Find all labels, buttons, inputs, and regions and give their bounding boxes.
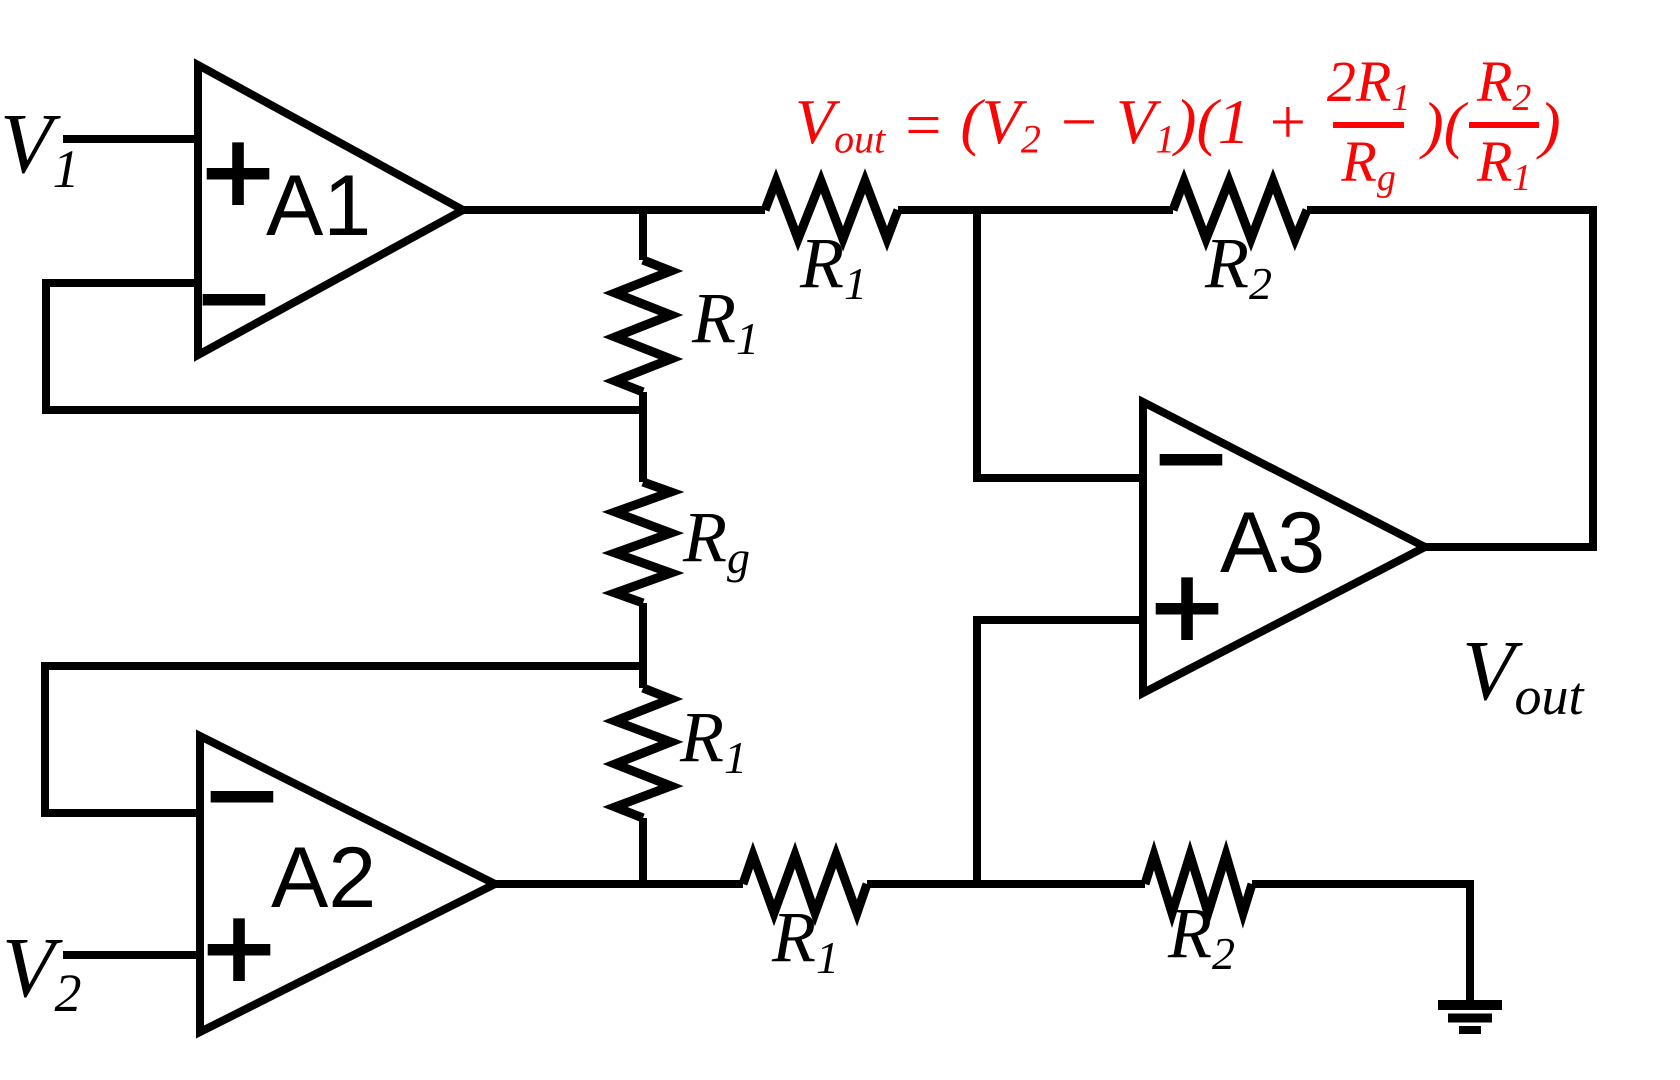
opamp-a3-triangle xyxy=(1139,395,1434,700)
vout-base: V xyxy=(1462,622,1515,718)
fraction-numerator: 2R1 xyxy=(1326,49,1411,120)
resistor-r1-feedback-top-label: R1 xyxy=(692,282,759,362)
a2-minus-icon: − xyxy=(200,735,284,852)
a1-plus-icon: + xyxy=(196,112,280,229)
r-base: R xyxy=(772,897,816,977)
r-base: R xyxy=(1168,893,1212,973)
formula-difference-term: (V2 − V1)(1 + xyxy=(960,86,1309,162)
a3-minus-icon: − xyxy=(1149,398,1233,515)
opamp-a3-label: A3 xyxy=(1220,495,1326,591)
vout-subscript: out xyxy=(1514,666,1584,727)
r-subscript: 2 xyxy=(1248,257,1272,309)
formula-fraction-r2-r1: R2 R1 xyxy=(1468,49,1540,200)
v2-subscript: 2 xyxy=(54,963,82,1024)
wire-a3-noninverting-branch xyxy=(973,616,1143,884)
resistor-r2-series-top-label: R2 xyxy=(1205,227,1272,307)
fraction-numerator: R2 xyxy=(1476,49,1532,120)
r-subscript: g xyxy=(726,531,750,583)
r-base: R xyxy=(680,697,724,777)
wire-a1-feedback xyxy=(42,279,643,414)
resistor-r1-series-bottom-icon xyxy=(738,841,872,927)
r-subscript: 1 xyxy=(735,312,759,364)
formula-lhs: Vout xyxy=(795,86,886,162)
v1-base: V xyxy=(0,95,53,191)
v2-base: V xyxy=(2,919,55,1015)
resistor-r1-feedback-top-icon xyxy=(602,255,684,397)
input-v1-label: V1 xyxy=(0,100,80,196)
formula-fraction-2r1-rg: 2R1 Rg xyxy=(1319,49,1418,200)
resistor-r2-series-bottom-label: R2 xyxy=(1168,897,1235,977)
resistor-r1-series-top-icon xyxy=(760,168,903,252)
r-base: R xyxy=(683,497,727,577)
a3-plus-icon: + xyxy=(1145,547,1229,664)
ground-icon xyxy=(1438,1000,1502,1034)
r-subscript: 2 xyxy=(1211,927,1235,979)
formula-close-paren: ) xyxy=(1539,89,1561,160)
r-base: R xyxy=(800,223,844,303)
resistor-r1-feedback-bottom-icon xyxy=(602,683,684,823)
gain-formula: Vout = (V2 − V1)(1 + 2R1 Rg )( R2 R1 ) xyxy=(795,45,1561,205)
a1-minus-icon: − xyxy=(192,238,276,355)
r-subscript: 1 xyxy=(723,731,747,783)
resistor-rg-icon xyxy=(601,477,685,608)
r-base: R xyxy=(1205,223,1249,303)
r-base: R xyxy=(692,278,736,358)
fraction-denominator: Rg xyxy=(1333,122,1404,200)
input-v2-label: V2 xyxy=(2,924,82,1020)
wire-top-run xyxy=(463,206,1597,551)
wire-a2-feedback xyxy=(41,662,643,817)
resistor-rg-label: Rg xyxy=(683,501,750,581)
opamp-a1-label: A1 xyxy=(266,158,372,254)
fraction-denominator: R1 xyxy=(1468,122,1540,200)
opamp-a2-triangle xyxy=(196,729,504,1039)
wire-a3-inverting-branch xyxy=(973,210,1143,482)
output-vout-label: Vout xyxy=(1462,627,1584,723)
wire-bottom-run xyxy=(495,880,1474,1002)
resistor-r1-series-bottom-label: R1 xyxy=(772,901,839,981)
resistor-r1-series-top-label: R1 xyxy=(800,227,867,307)
resistor-r2-series-top-icon xyxy=(1168,168,1312,252)
resistor-r1-feedback-bottom-label: R1 xyxy=(680,701,747,781)
resistor-r2-series-bottom-icon xyxy=(1140,839,1257,929)
r-subscript: 1 xyxy=(815,931,839,983)
opamp-a1-triangle xyxy=(194,58,472,362)
v1-subscript: 1 xyxy=(52,139,80,200)
formula-between-parens: )( xyxy=(1422,89,1465,160)
opamp-a2-label: A2 xyxy=(271,830,377,926)
r-subscript: 1 xyxy=(843,257,867,309)
a2-plus-icon: + xyxy=(197,888,281,1005)
formula-equals: = xyxy=(901,89,945,160)
